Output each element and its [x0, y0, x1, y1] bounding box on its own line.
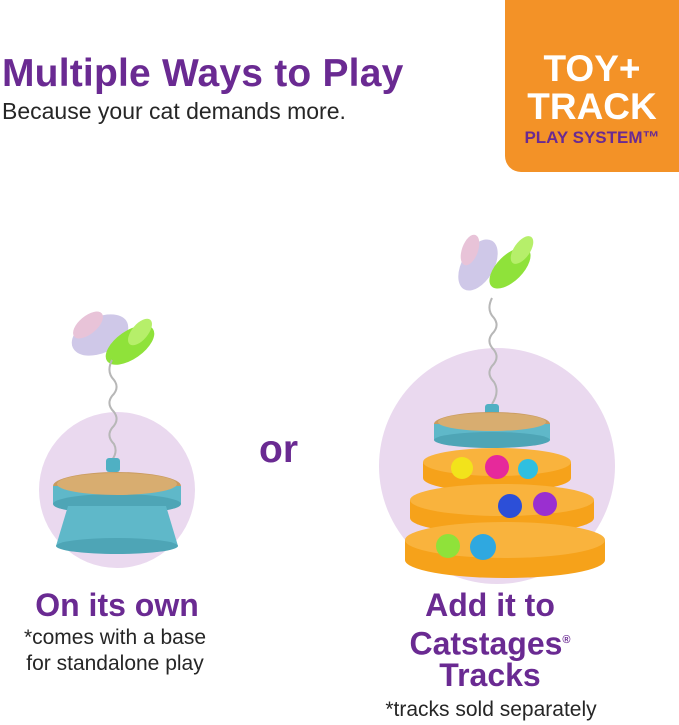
- left-option-note-1: *comes with a base: [23, 626, 207, 649]
- right-option-title-1: Add it to: [425, 587, 555, 623]
- standalone-toy-illustration: [53, 311, 181, 554]
- right-option-note: *tracks sold separately: [385, 698, 597, 721]
- left-option-note-2: for standalone play: [26, 652, 204, 675]
- headline: Multiple Ways to Play: [2, 52, 404, 95]
- left-option-title: On its own: [35, 587, 199, 623]
- catstages-brand: Catstages: [409, 625, 563, 662]
- badge-line-3: PLAY SYSTEM™: [524, 128, 660, 147]
- track-tower-illustration: [405, 234, 605, 578]
- or-divider: or: [259, 428, 298, 471]
- feather-left: [71, 311, 155, 365]
- registered-mark: ®: [562, 634, 571, 646]
- right-option-title-2: Catstages®: [390, 623, 590, 661]
- subheadline: Because your cat demands more.: [2, 98, 346, 124]
- right-option-title-3: Tracks: [439, 657, 541, 693]
- spring-left: [108, 359, 118, 461]
- toy-track-badge: TOY+ TRACK PLAY SYSTEM™: [505, 0, 679, 172]
- spring-right: [488, 297, 498, 405]
- badge-line-1: TOY+: [543, 48, 641, 89]
- feather-right: [458, 234, 534, 291]
- badge-line-2: TRACK: [527, 86, 657, 127]
